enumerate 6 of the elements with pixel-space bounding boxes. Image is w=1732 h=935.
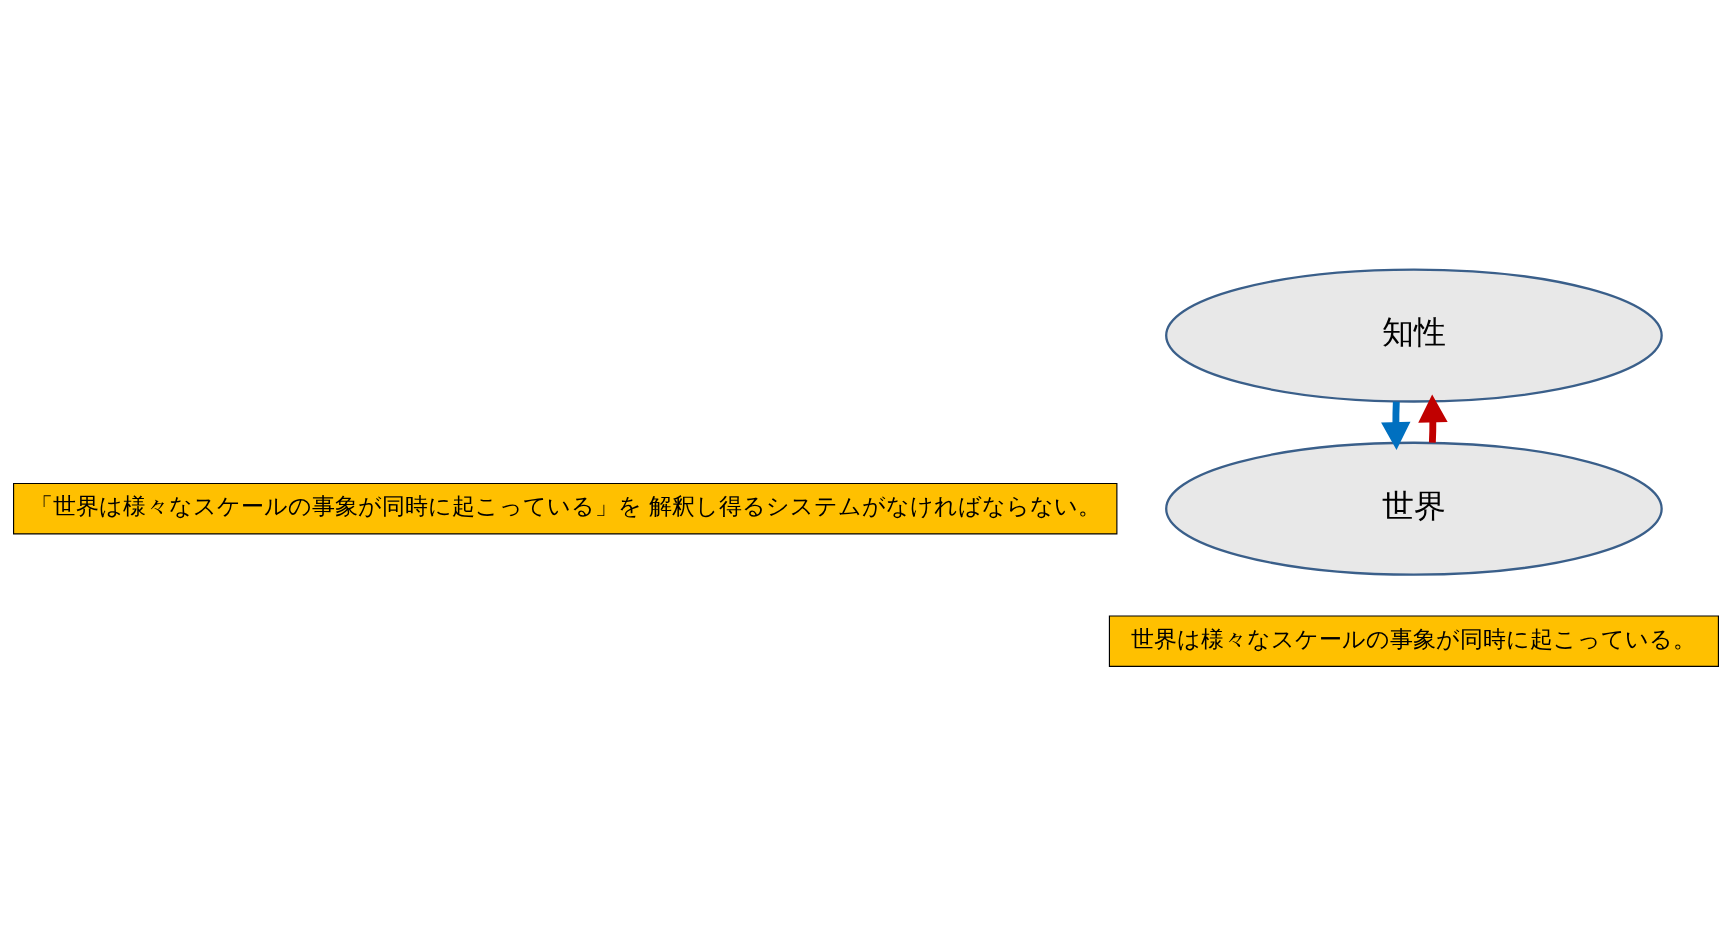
node-box: 世界は様々なスケールの事象が同時に起こっている。 [1108, 614, 1719, 667]
node-ellipse: 世界 [1165, 441, 1663, 576]
node-box: 「世界は様々なスケールの事象が同時に起こっている」を 解釈し得るシステムがなければならない。 [13, 482, 1118, 535]
node-ellipse: 知性 [1165, 267, 1663, 403]
arrow [1381, 401, 1411, 450]
arrow [1418, 393, 1448, 443]
